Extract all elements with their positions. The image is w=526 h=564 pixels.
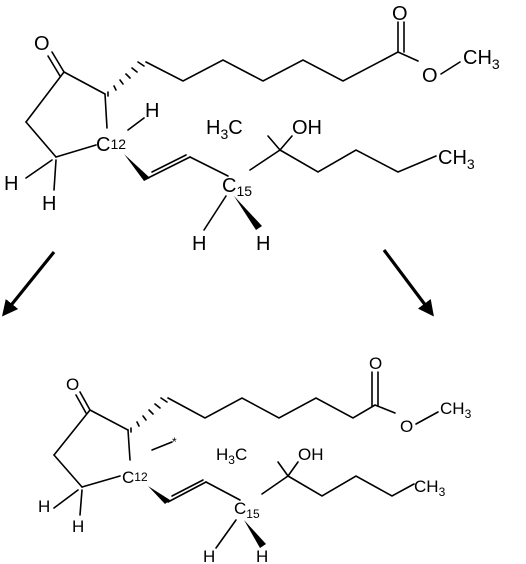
bottom-c15-label: C15 (234, 499, 260, 521)
bottom-ketone-o: O (66, 375, 79, 394)
bottom-c15-h-right: H (256, 547, 268, 564)
top-ring-h-left: H (4, 173, 18, 195)
top-ester-methyl: CH3 (463, 47, 500, 72)
bottom-methyl-group: H3C (216, 445, 247, 467)
top-chain-end: CH3 (438, 147, 475, 172)
bottom-ester-o-double: O (369, 354, 382, 373)
top-ester-o-single: O (422, 65, 438, 87)
top-methyl-group: H3C (206, 117, 243, 142)
bottom-c12-label: C12 (122, 468, 148, 487)
top-c15-h-right: H (256, 233, 270, 255)
top-ester-o-double: O (392, 3, 408, 25)
top-ketone-o: O (34, 33, 50, 55)
bottom-radical-mark: * (172, 435, 177, 449)
bottom-ring-h-left: H (38, 497, 50, 516)
bottom-ester-o-single: O (400, 417, 413, 436)
bottom-chain-end: CH3 (414, 477, 446, 499)
top-ring-h-bottom: H (42, 193, 56, 215)
arrow-right (382, 249, 434, 317)
reaction-arrows (1, 249, 434, 317)
bottom-ester-methyl: CH3 (440, 399, 472, 421)
top-c12-label: C12 (96, 134, 126, 156)
bottom-ring-h-bottom: H (72, 517, 84, 536)
top-c12-h: H (145, 100, 159, 122)
bottom-c15-h-left: H (203, 547, 215, 564)
arrow-left (1, 250, 56, 317)
top-hydroxyl: OH (292, 117, 322, 139)
top-hashed-wedge (107, 61, 145, 97)
top-c15-label: C15 (222, 175, 252, 199)
top-molecule: O O O CH3 C12 H H3C OH CH3 H H C15 H H (4, 3, 500, 255)
bottom-molecule: O O O CH3 C12 * H3C OH CH3 H H C15 H H (38, 354, 472, 564)
bottom-hydroxyl: OH (298, 445, 324, 464)
top-c15-h-left: H (192, 233, 206, 255)
bottom-hashed-wedge (130, 397, 168, 433)
